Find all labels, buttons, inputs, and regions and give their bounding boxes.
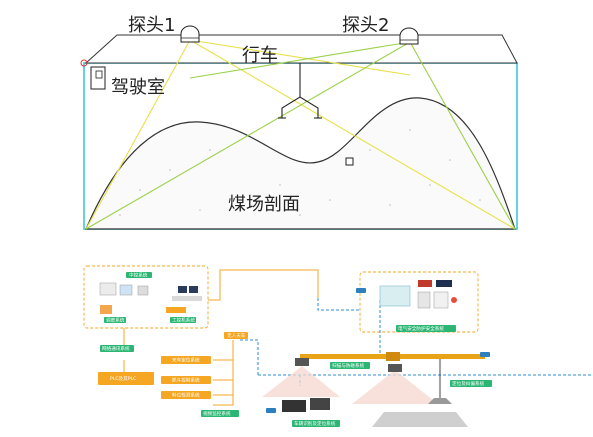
camera-icons [266, 288, 490, 413]
crane-grab [278, 63, 322, 119]
coal-texture [119, 129, 481, 216]
center-tag [126, 272, 152, 278]
plc-label: PLC及其PLC [110, 376, 136, 382]
crane-beam [84, 34, 518, 64]
rail-tag [450, 380, 492, 387]
safety-devices [379, 280, 457, 309]
dispatch-label: 调度系统 [106, 317, 125, 324]
blue-dashed-links [240, 298, 593, 386]
video-sys-label: 视频监控系统 [203, 410, 231, 417]
coal-yard-section: 探头1 探头2 行车 驾驶室 煤场剖面 [80, 15, 518, 230]
scan-tag [330, 362, 370, 369]
crane-label: 行车 [242, 45, 278, 66]
orange-links [123, 269, 319, 406]
safety-tag [396, 325, 456, 332]
network-label: 网络通讯系统 [102, 345, 130, 352]
coal-section-label: 煤场剖面 [228, 194, 300, 215]
level-sys-label: 料位检测系统 [172, 392, 200, 399]
car-label: 车辆识别及定位系统 [294, 420, 336, 427]
manned-crane-tag [224, 332, 248, 339]
crane-pos-label: 天车定位系统 [172, 357, 200, 364]
scanner-1 [295, 358, 309, 366]
probe2 [399, 27, 419, 45]
manned-crane-label: 无人天车 [227, 332, 246, 339]
target-marker [345, 157, 354, 166]
corner-marker [80, 59, 88, 67]
camera-icon [480, 352, 490, 357]
workstation-label: 工控机系统 [172, 317, 195, 324]
probe1 [180, 25, 200, 43]
dispatch-tag [104, 317, 126, 323]
cab-label: 驾驶室 [111, 77, 165, 98]
car-tag [292, 420, 340, 427]
workstation-tag [170, 317, 196, 323]
crane-pos-tag [161, 356, 211, 364]
center-group [83, 265, 209, 329]
scan-cone-1 [262, 366, 340, 397]
load-sys-tag [161, 376, 211, 384]
truck-2 [310, 398, 330, 410]
level-sys-tag [161, 391, 211, 399]
scan-cone-2 [352, 370, 438, 404]
system-architecture: 中控系统 调度系统 工控机系统 网络通讯系统 PLC及其PLC 无人天车 天车定… [83, 265, 593, 427]
probe2-label: 探头2 [342, 15, 389, 36]
scan-label: 扫描与防碰系统 [332, 362, 365, 369]
probe1-beams [85, 39, 516, 230]
probe2-beams [85, 41, 516, 230]
video-sys-tag [201, 410, 239, 417]
coal-heap [372, 412, 468, 427]
camera-icon [356, 288, 366, 293]
camera-icon [266, 408, 276, 413]
probe1-label: 探头1 [128, 15, 175, 36]
rail-trolley [386, 352, 400, 361]
grab-bucket [428, 398, 452, 404]
center-label: 中控系统 [129, 272, 148, 279]
scanner-2 [388, 364, 402, 372]
safety-label: 电气安全防护安全系统 [398, 325, 444, 332]
plc-tag [98, 372, 154, 385]
rail-label: 定位及纠偏系统 [452, 380, 485, 387]
coal-pile [85, 97, 516, 230]
control-center-devices [99, 282, 202, 314]
network-tag [100, 345, 134, 352]
load-sys-label: 抓斗控制系统 [172, 377, 200, 384]
truck-1 [282, 400, 306, 412]
